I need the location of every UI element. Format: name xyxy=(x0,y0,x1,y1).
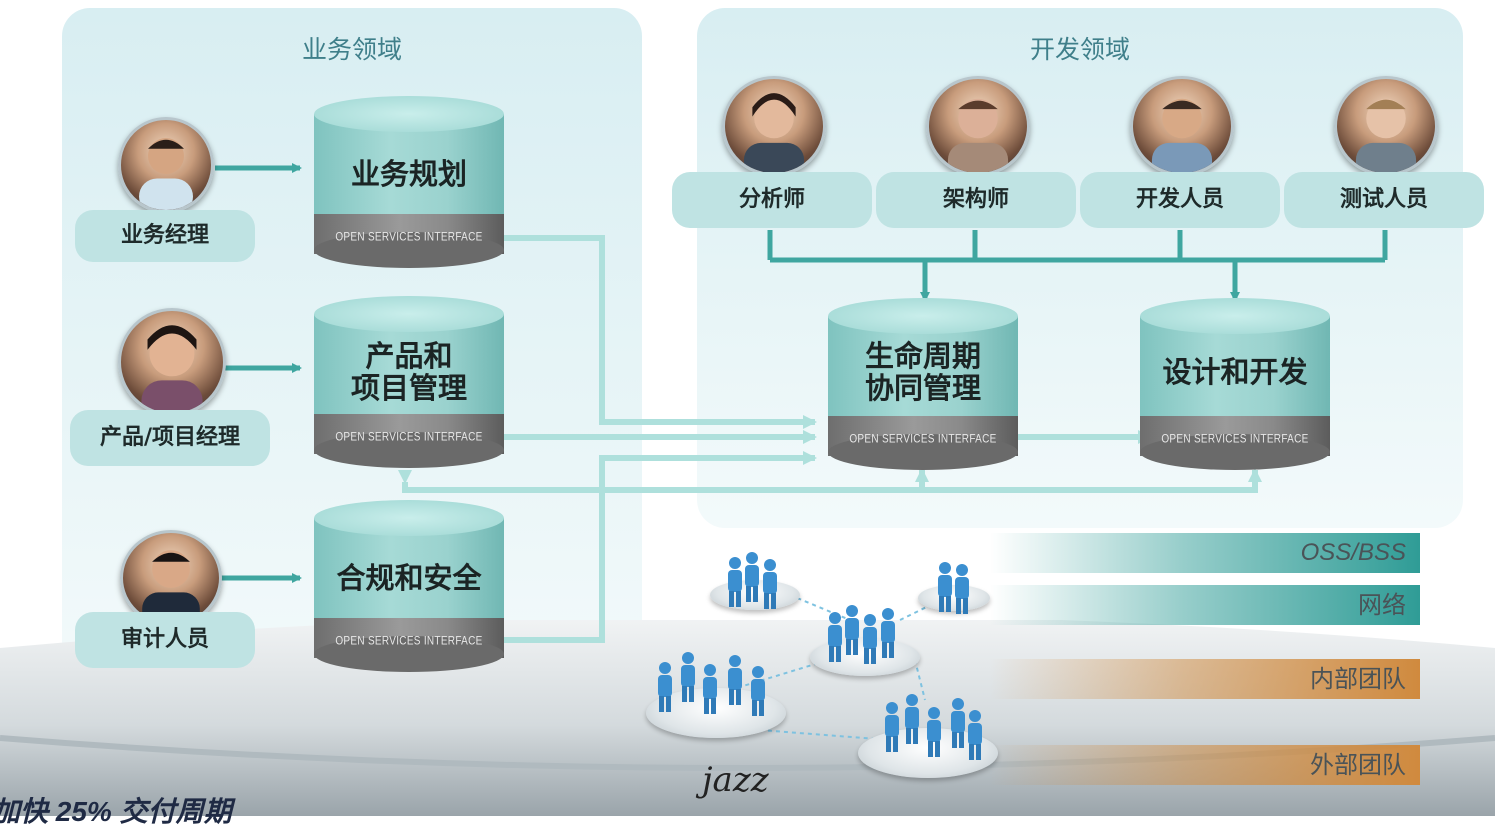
footer-text: 加快 25% 交付周期 xyxy=(0,796,232,827)
role-label-tester: 测试人员 xyxy=(1284,172,1484,228)
dev-domain-title: 开发领域 xyxy=(1029,35,1130,64)
tier-internal-team: 内部团队 xyxy=(990,659,1420,699)
business-domain-title: 业务领域 xyxy=(301,35,402,64)
repo-design-development: 设计和开发 OPEN SERVICES INTERFACE xyxy=(1140,298,1330,470)
role-label-developer: 开发人员 xyxy=(1080,172,1280,228)
tier-oss-bss: OSS/BSS xyxy=(990,533,1420,573)
business-manager-avatar xyxy=(118,117,214,213)
role-label-business-manager: 业务经理 xyxy=(75,210,255,262)
role-label-analyst: 分析师 xyxy=(672,172,872,228)
role-label-auditor: 审计人员 xyxy=(75,612,255,668)
developer-avatar xyxy=(1130,76,1234,176)
product-manager-avatar xyxy=(118,308,226,416)
repo-label-design-development: 设计和开发 xyxy=(1162,355,1308,389)
repo-label-business-planning: 业务规划 xyxy=(350,157,467,191)
analyst-avatar xyxy=(722,76,826,176)
repo-business-planning: 业务规划 OPEN SERVICES INTERFACE xyxy=(314,96,504,268)
repo-interface-product-project-mgmt: OPEN SERVICES INTERFACE xyxy=(335,430,483,445)
team-disc-2 xyxy=(918,585,990,611)
repo-interface-compliance-security: OPEN SERVICES INTERFACE xyxy=(335,634,483,649)
repo-interface-business-planning: OPEN SERVICES INTERFACE xyxy=(335,230,483,245)
repo-interface-design-development: OPEN SERVICES INTERFACE xyxy=(1161,432,1309,447)
tier-network: 网络 xyxy=(990,585,1420,625)
repo-lifecycle-collab-mgmt: 生命周期 协同管理 OPEN SERVICES INTERFACE xyxy=(828,298,1018,470)
role-label-architect: 架构师 xyxy=(876,172,1076,228)
jazz-logo: jazz xyxy=(702,760,769,800)
tester-avatar xyxy=(1334,76,1438,176)
repo-label-product-project-mgmt: 产品和 项目管理 xyxy=(350,339,467,405)
role-label-product-manager: 产品/项目经理 xyxy=(70,410,270,466)
repo-label-lifecycle-collab-mgmt: 生命周期 协同管理 xyxy=(864,339,981,405)
repo-interface-lifecycle-collab-mgmt: OPEN SERVICES INTERFACE xyxy=(849,432,997,447)
repo-product-project-mgmt: 产品和 项目管理 OPEN SERVICES INTERFACE xyxy=(314,296,504,468)
repo-compliance-security: 合规和安全 OPEN SERVICES INTERFACE xyxy=(314,500,504,672)
repo-label-compliance-security: 合规和安全 xyxy=(336,561,482,595)
tier-external-team: 外部团队 xyxy=(990,745,1420,785)
